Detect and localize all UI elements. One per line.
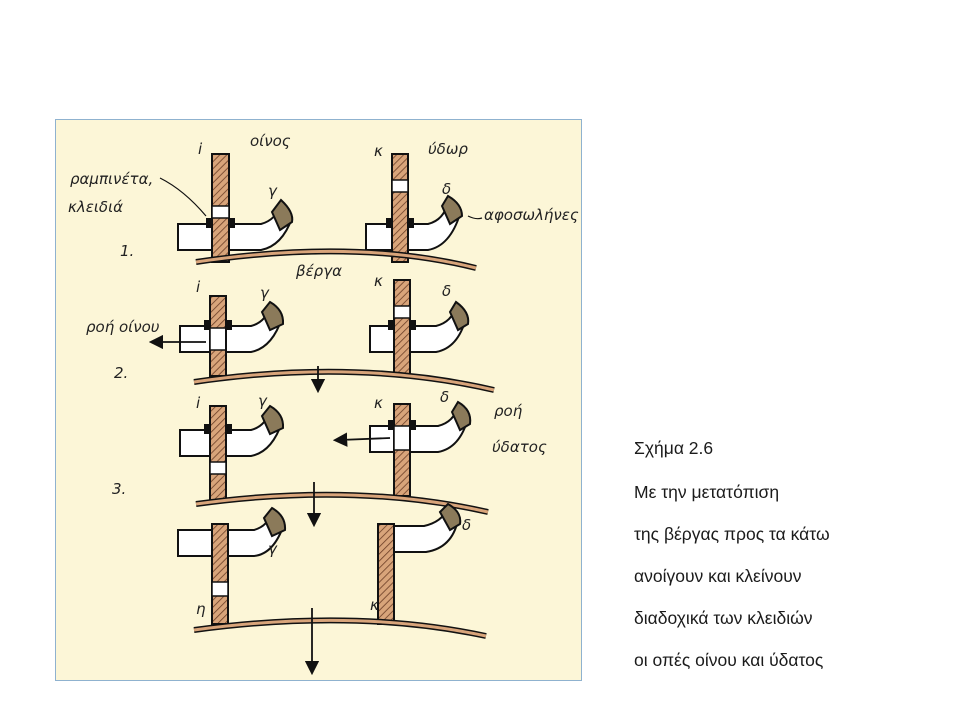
row-4 (177, 502, 487, 676)
caption-title: Σχήμα 2.6 (634, 438, 714, 458)
valve-right-row-3 (332, 400, 472, 497)
label-valve-right-2: κ (374, 272, 383, 290)
valve-diagram: i οίνος κ ύδωρ γ δ ραμπινέτα, κλειδιά αφ… (68, 132, 579, 676)
label-gamma-2: γ (260, 284, 270, 302)
label-gamma-4: γ (268, 540, 278, 558)
label-valve-right-3: κ (374, 394, 383, 412)
valve-right-row-1 (365, 153, 464, 263)
label-valve-right-1: κ (374, 142, 383, 160)
label-rivets: ραμπινέτα, (70, 170, 153, 188)
caption: Σχήμα 2.6 Με την μετατόπιση της βέργας π… (634, 434, 954, 688)
label-wine-flow: ροή οίνου (86, 318, 160, 336)
label-stoppers: αφοσωλήνες (484, 206, 579, 224)
rivets-pointer (159, 177, 207, 217)
label-rod: βέργα (295, 262, 342, 280)
valve-left-row-2 (148, 295, 285, 377)
caption-line-5: οι οπές οίνου και ύδατος (634, 650, 824, 670)
stoppers-pointer (467, 215, 483, 220)
label-water-flow-2: ύδατος (492, 438, 547, 456)
label-wine: οίνος (250, 132, 291, 150)
water-flow-arrow (332, 432, 391, 447)
label-bottom-left: η (196, 600, 206, 618)
label-delta-1: δ (442, 180, 451, 198)
label-valve-left-3: i (196, 394, 201, 412)
row-3 (179, 400, 489, 528)
label-delta-2: δ (442, 282, 451, 300)
label-valve-right-4: κ (370, 596, 379, 614)
valve-right-row-2 (369, 279, 470, 377)
caption-line-4: διαδοχικά των κλειδιών (634, 608, 813, 628)
caption-line-2: της βέργας προς τα κάτω (634, 524, 830, 544)
label-delta-3: δ (440, 388, 449, 406)
row-1 (177, 153, 477, 271)
caption-line-1: Με την μετατόπιση (634, 482, 780, 502)
valve-left-row-3 (179, 404, 285, 503)
row-2 (148, 279, 495, 394)
label-step-1: 1. (120, 242, 134, 260)
label-gamma-3: γ (258, 392, 268, 410)
label-valve-left-2: i (196, 278, 201, 296)
label-delta-4: δ (462, 516, 471, 534)
valve-left-row-1 (177, 153, 294, 263)
caption-line-3: ανοίγουν και κλείνουν (634, 566, 802, 586)
label-step-2: 2. (114, 364, 128, 382)
label-water-flow-1: ροή (494, 402, 523, 420)
label-valve-left-1: i (198, 140, 203, 158)
figure-panel: i οίνος κ ύδωρ γ δ ραμπινέτα, κλειδιά αφ… (55, 119, 582, 681)
label-gamma-1: γ (268, 182, 278, 200)
label-step-3: 3. (112, 480, 126, 498)
valve-left-row-4 (177, 506, 287, 625)
label-keys: κλειδιά (68, 198, 123, 216)
valve-right-row-4 (377, 502, 462, 625)
label-water: ύδωρ (428, 140, 468, 158)
